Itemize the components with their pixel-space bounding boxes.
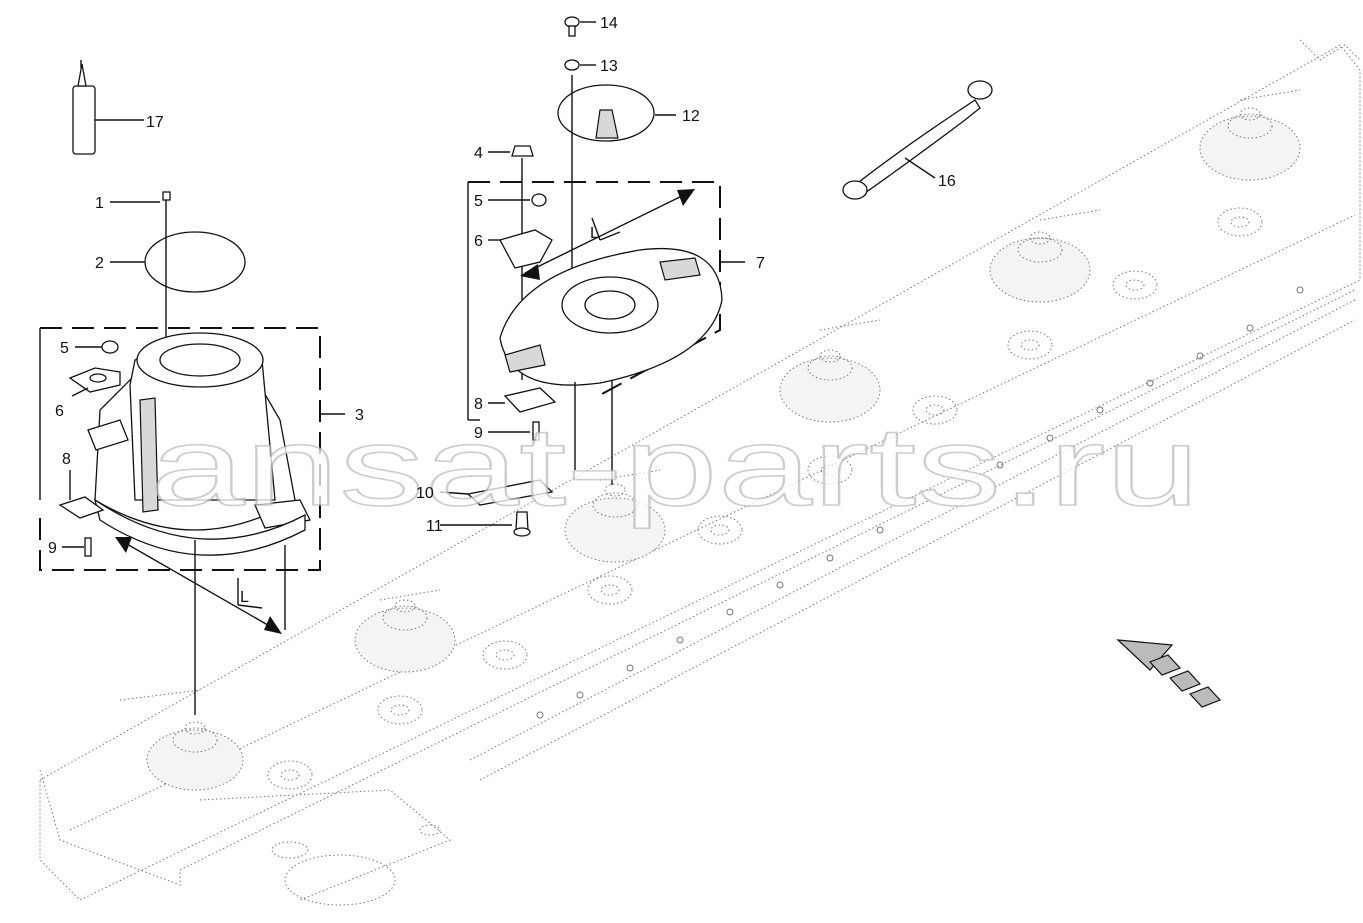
disc-rotor-unit-2 [354,599,456,673]
callout-labels: 1 2 3 4 5 5 6 6 7 8 8 9 9 10 11 12 13 14… [48,15,956,557]
disc-rotor-unit-1 [146,721,244,791]
grease-cartridge [72,60,144,155]
callout-13: 13 [600,58,618,75]
callout-6a: 6 [55,403,64,420]
left-rotor-assembly [39,191,345,715]
disc-rotor-unit-3 [564,483,666,563]
callout-6b: 6 [474,233,483,250]
callout-17: 17 [146,114,164,131]
callout-7: 7 [756,255,765,272]
dimension-label-left: L [240,589,249,606]
callout-8a: 8 [62,451,71,468]
rail-holes [536,286,1304,719]
disc-rotor-unit-4 [779,349,881,423]
watermark-text: ansat-parts.ru [150,404,1200,529]
callout-9b: 9 [474,425,483,442]
disc-rotor-unit-6 [1199,107,1301,181]
right-disc-assembly [439,16,745,537]
ring-spanner [842,80,993,200]
callout-8b: 8 [474,396,483,413]
disc-rotor-unit-5 [989,231,1091,303]
callout-10: 10 [416,485,434,502]
callout-2: 2 [95,255,104,272]
callout-14: 14 [600,15,618,32]
intermediate-gears [267,207,1263,790]
dimension-label-right: L [590,225,599,242]
callout-1: 1 [95,195,104,212]
callout-3: 3 [355,407,364,424]
callout-9a: 9 [48,540,57,557]
callout-5b: 5 [474,193,483,210]
callout-12: 12 [682,108,700,125]
callout-16: 16 [938,173,956,190]
cutter-bar-housing [39,39,1361,906]
travel-direction-arrow [1116,639,1222,708]
callout-4: 4 [474,145,483,162]
callout-11: 11 [426,518,443,535]
callout-5a: 5 [60,340,69,357]
